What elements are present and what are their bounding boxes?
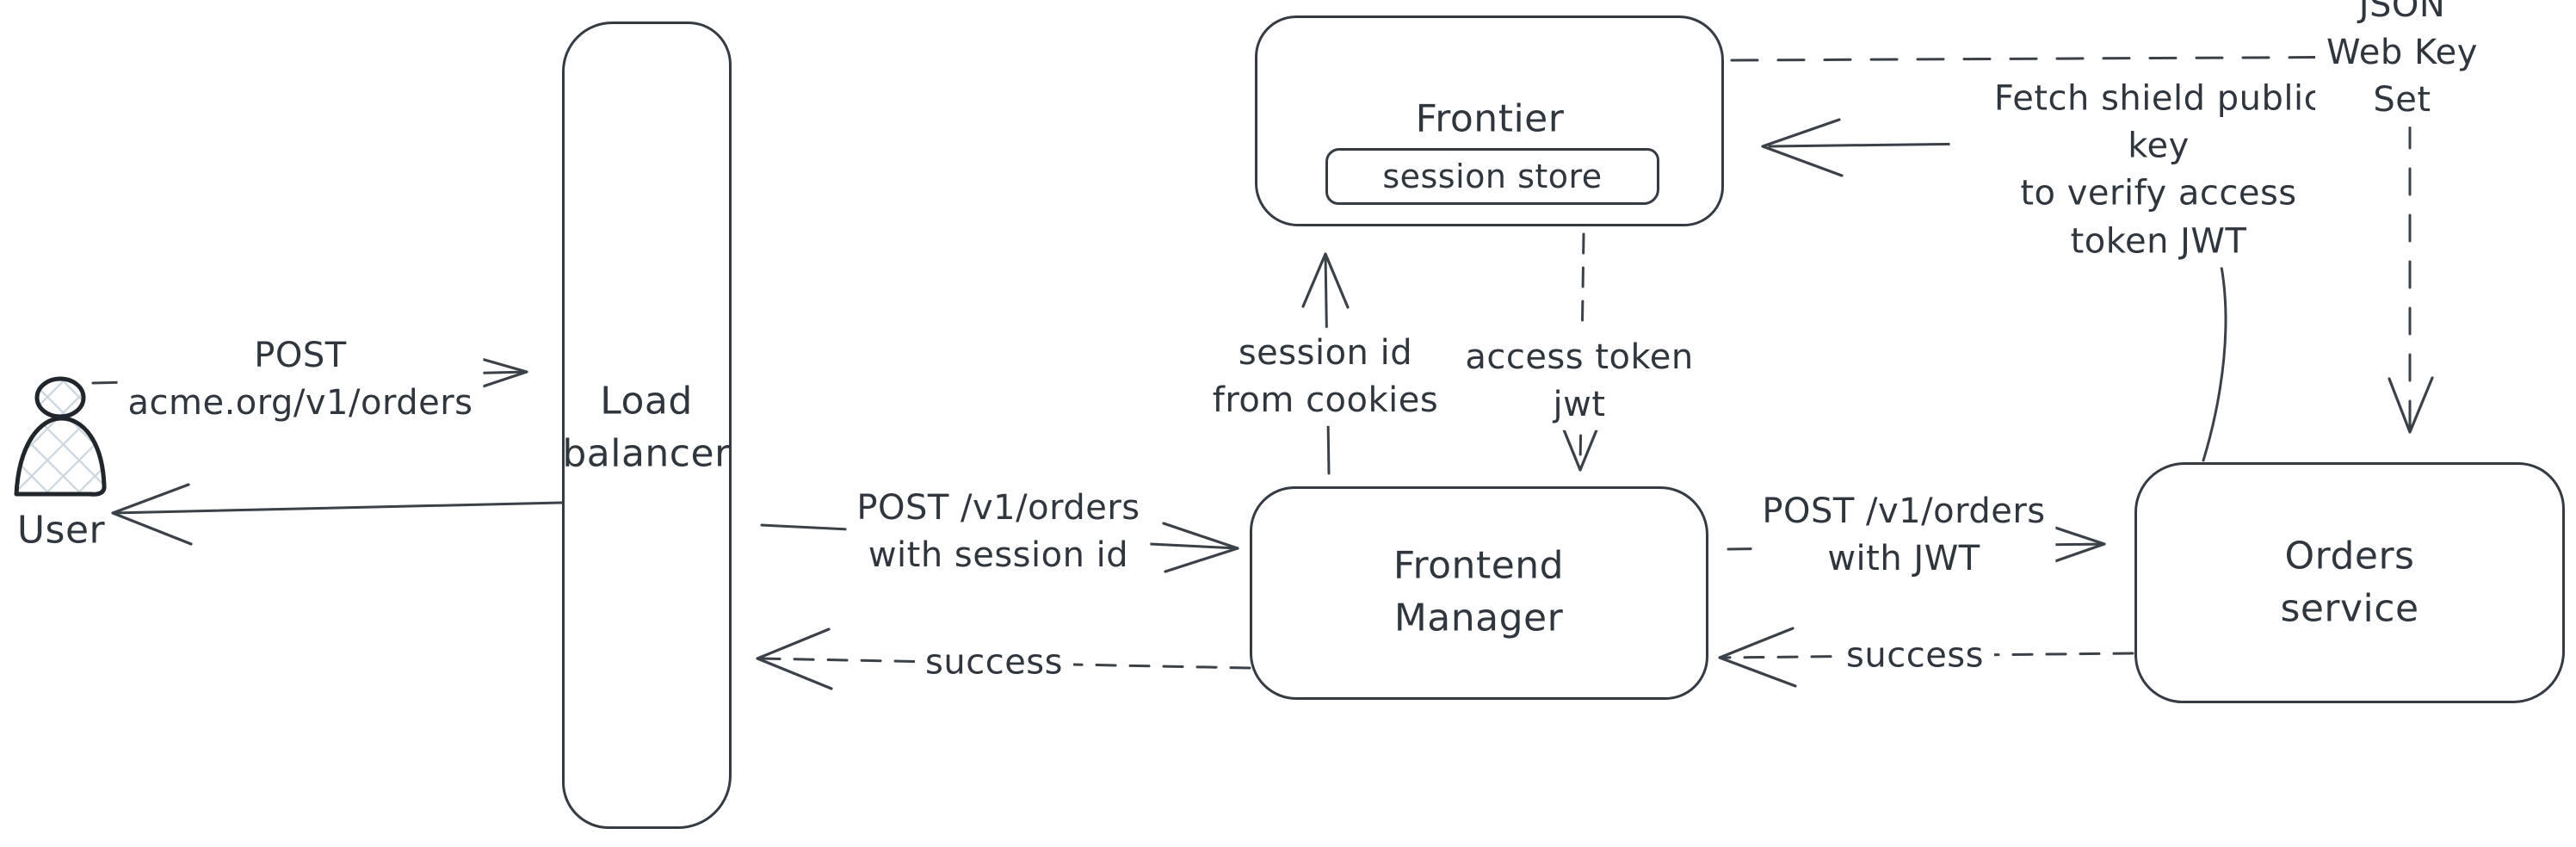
load-balancer-node: [562, 22, 732, 829]
session-store-node: [1325, 148, 1659, 205]
frontend-manager-node: [1250, 486, 1708, 700]
edge-label-success-left: success: [915, 637, 1073, 689]
load-balancer-label: Load balancer: [562, 379, 731, 475]
session-store-label: session store: [1382, 157, 1603, 195]
edge-label-post-orders-session-id: POST /v1/orders with session id: [846, 482, 1151, 582]
arrow-load-balancer-to-user: [111, 483, 564, 546]
frontier-label: Frontier: [1415, 96, 1565, 141]
edge-label-access-token-jwt: access token jwt: [1455, 331, 1704, 431]
edge-label-post-acme-orders: POST acme.org/v1/orders: [117, 330, 484, 430]
orders-service-node: [2134, 462, 2565, 703]
user-icon: [14, 376, 107, 497]
edge-label-success-right: success: [1836, 630, 1994, 682]
edge-label-session-id-from-cookies: session id from cookies: [1202, 327, 1449, 427]
orders-service-label: Orders service: [2280, 534, 2419, 630]
edge-label-json-web-key-set: JSON Web Key Set: [2315, 0, 2489, 127]
edge-label-fetch-shield-public-key: Fetch shield public key to verify access…: [1949, 73, 2368, 268]
arrow-frontier-to-orders-service: [1730, 55, 2434, 434]
user-label: User: [16, 508, 106, 553]
frontend-manager-label: Frontend Manager: [1393, 543, 1565, 640]
edge-label-post-orders-jwt: POST /v1/orders with JWT: [1751, 485, 2056, 585]
